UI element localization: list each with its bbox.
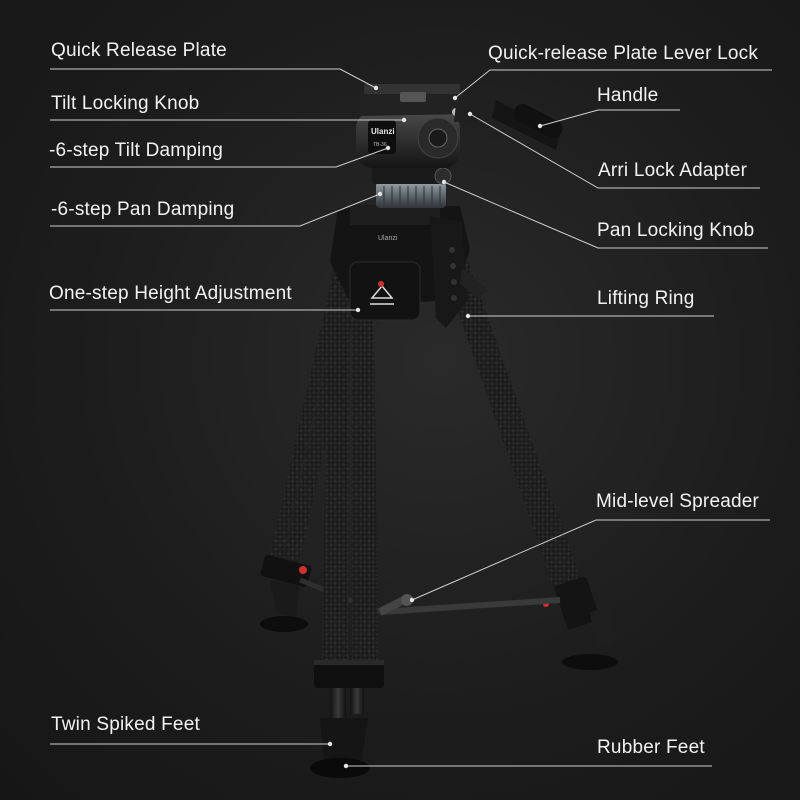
- pan-base: [372, 162, 452, 208]
- label-arri-lock-adapter: Arri Lock Adapter: [598, 160, 748, 181]
- label-rubber-feet: Rubber Feet: [597, 737, 705, 758]
- label-twin-spiked-feet: Twin Spiked Feet: [51, 714, 200, 735]
- label-height-adjustment: One-step Height Adjustment: [49, 283, 292, 304]
- label-handle: Handle: [597, 85, 659, 106]
- label-lifting-ring: Lifting Ring: [597, 288, 695, 309]
- label-tilt-damping: -6-step Tilt Damping: [49, 140, 224, 161]
- label-tilt-locking-knob: Tilt Locking Knob: [51, 93, 200, 114]
- leg-spider: Ulanzi: [330, 205, 488, 328]
- fluid-head: Ulanzi TB-36: [356, 84, 468, 168]
- spider-logo: Ulanzi: [378, 235, 398, 242]
- leg-front: [310, 300, 384, 778]
- head-logo: Ulanzi: [371, 127, 395, 136]
- leg-back-right: [440, 256, 618, 670]
- label-mid-level-spreader: Mid-level Spreader: [596, 491, 760, 512]
- label-quick-release-plate: Quick Release Plate: [51, 40, 227, 61]
- leader-dots: [327, 85, 543, 769]
- pan-handle: [454, 100, 563, 150]
- label-pan-locking-knob: Pan Locking Knob: [597, 220, 755, 241]
- label-pan-damping: -6-step Pan Damping: [51, 199, 235, 220]
- tripod-illustration: Ulanzi: [260, 84, 618, 778]
- red-clamp-dot-icon: [378, 281, 384, 287]
- head-model: TB-36: [373, 142, 387, 148]
- red-lock-dot-icon: [299, 566, 307, 574]
- leader-lines: [50, 68, 772, 767]
- label-lever-lock: Quick-release Plate Lever Lock: [488, 43, 759, 64]
